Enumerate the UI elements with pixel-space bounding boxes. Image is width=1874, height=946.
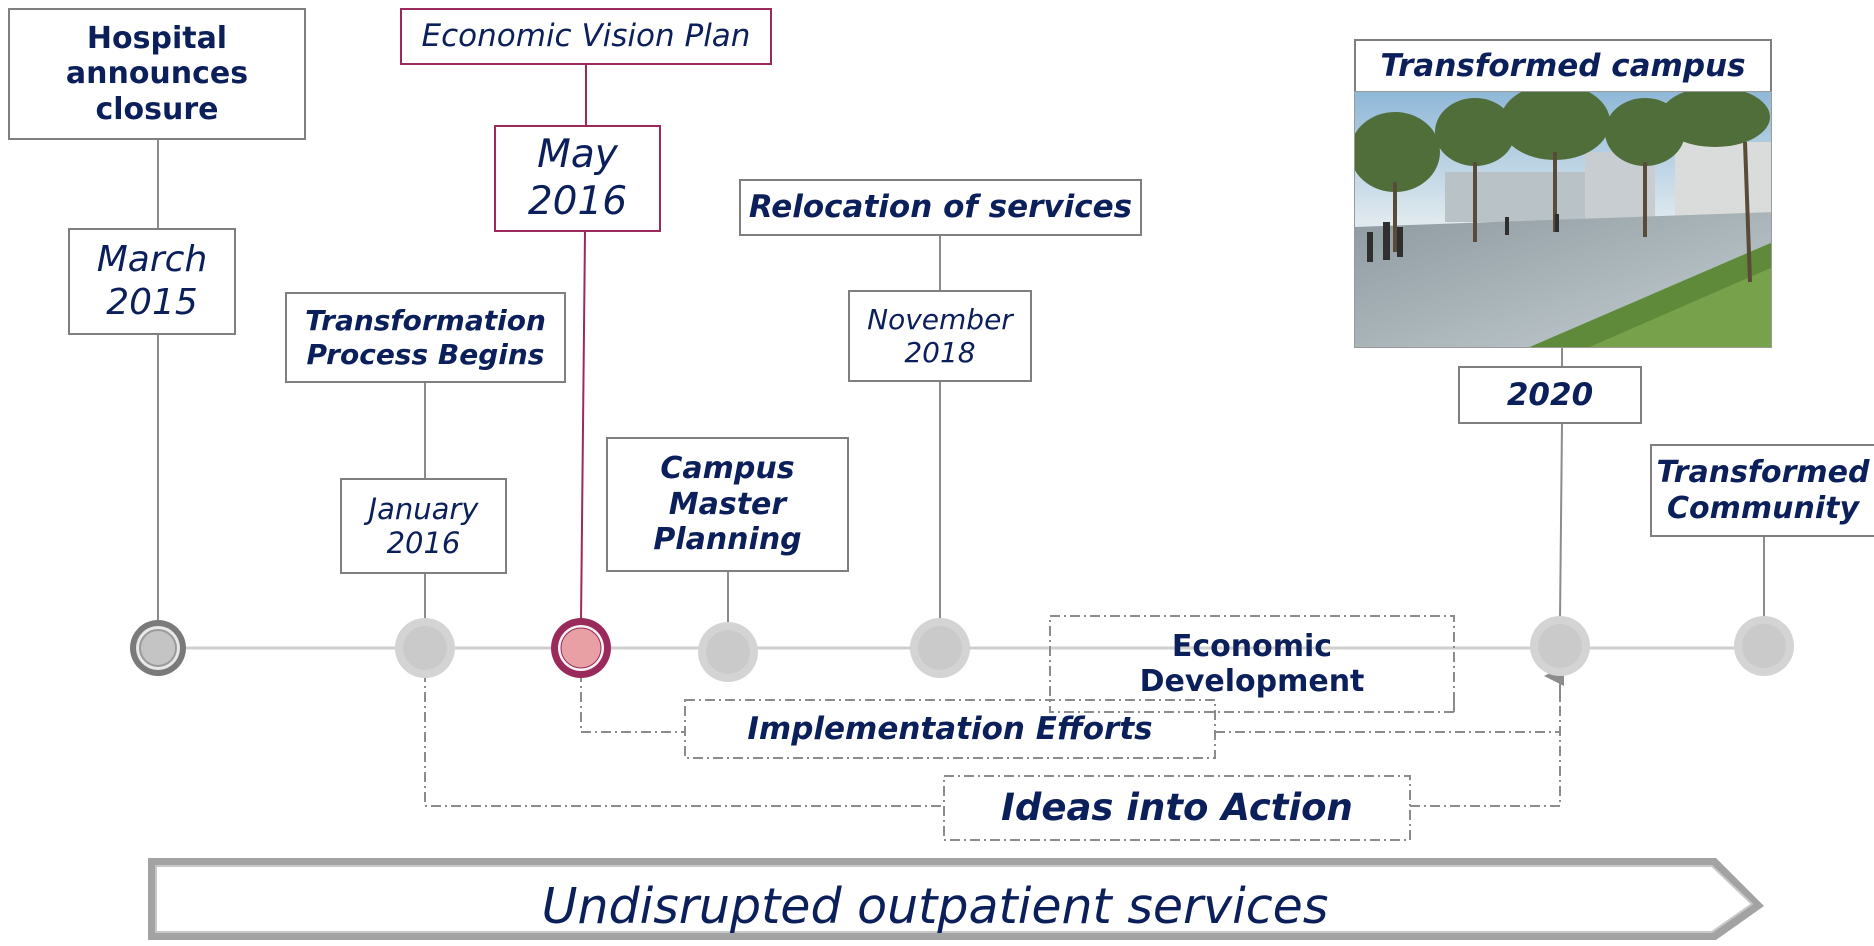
vision-date: May 2016 <box>527 132 628 224</box>
community-label: Transformed Community <box>1656 455 1870 526</box>
relocation-date: November 2018 <box>867 302 1013 369</box>
node-campus-planning-inner <box>706 630 750 674</box>
node-may-2016 <box>551 618 611 678</box>
closure-date-box: March 2015 <box>68 228 236 335</box>
transform-date-box: January 2016 <box>340 478 507 574</box>
campus-label-box: Transformed campus <box>1354 39 1772 91</box>
node-2020-inner <box>1538 624 1582 668</box>
implementation-label-box: Implementation Efforts <box>685 700 1215 758</box>
campus-rendering-svg <box>1355 92 1771 347</box>
transform-date: January 2016 <box>368 491 479 560</box>
economic-development-label: Economic Development <box>1139 628 1365 699</box>
vision-label: Economic Vision Plan <box>421 18 751 55</box>
node-march-2015 <box>130 620 186 676</box>
campus-planning-label: Campus Master Planning <box>653 451 802 558</box>
ideas-track-right <box>1410 676 1561 807</box>
implementation-frame <box>684 699 1216 759</box>
economic-development-label-box: Economic Development <box>1050 616 1454 712</box>
node-community-inner <box>1742 624 1786 668</box>
closure-label: Hospital announces closure <box>65 20 249 127</box>
community-label-box: Transformed Community <box>1650 444 1874 537</box>
campus-rendering-image <box>1354 91 1772 348</box>
banner-arrow-inner <box>155 865 1754 933</box>
vision-label-box: Economic Vision Plan <box>400 8 772 65</box>
transform-label: Transformation Process Begins <box>305 304 546 371</box>
campus-planning-box: Campus Master Planning <box>606 437 849 572</box>
node-november-2018-inner <box>918 626 962 670</box>
economic-development-frame <box>1049 615 1455 713</box>
campus-date: 2020 <box>1506 376 1594 413</box>
campus-date-box: 2020 <box>1458 366 1642 424</box>
connector-vision-date <box>580 231 586 623</box>
banner-label: Undisrupted outpatient services <box>541 877 1329 935</box>
connector-campus-date <box>1559 423 1563 621</box>
ideas-label: Ideas into Action <box>1001 786 1353 830</box>
ideas-frame <box>943 775 1411 841</box>
relocation-label-box: Relocation of services <box>739 179 1142 236</box>
vision-date-box: May 2016 <box>494 125 661 232</box>
closure-date: March 2015 <box>96 239 208 323</box>
node-january-2016-inner <box>403 626 447 670</box>
implementation-track <box>580 672 685 733</box>
implementation-label: Implementation Efforts <box>747 710 1153 747</box>
relocation-label: Relocation of services <box>748 189 1133 226</box>
campus-label: Transformed campus <box>1380 47 1746 84</box>
ideas-track <box>424 672 944 807</box>
relocation-date-box: November 2018 <box>848 290 1032 382</box>
transform-label-box: Transformation Process Begins <box>285 292 566 383</box>
closure-label-box: Hospital announces closure <box>8 8 306 140</box>
ideas-label-box: Ideas into Action <box>944 776 1410 840</box>
